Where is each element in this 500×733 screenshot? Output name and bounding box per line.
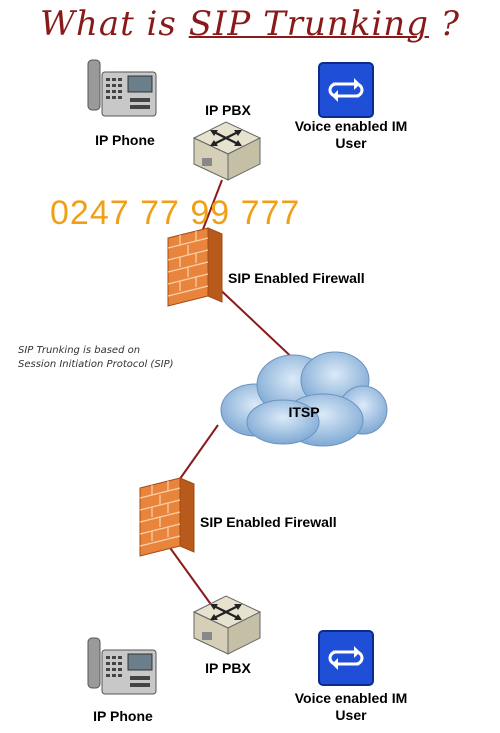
itsp-cloud: [215, 340, 390, 460]
firewall-icon: [167, 227, 223, 307]
router-icon: [192, 121, 262, 181]
connector-firewall-cloud-top: [211, 281, 301, 366]
sip-note-line2: Session Initiation Protocol (SIP): [18, 359, 174, 370]
ip-pbx-top-label: IP PBX: [205, 102, 251, 118]
firewall-top: [166, 226, 224, 315]
ip-phone-bottom-label: IP Phone: [93, 708, 153, 724]
connector-firewall-pbx-bottom: [167, 544, 216, 611]
firewall-icon: [139, 477, 195, 557]
ip-phone-top: [78, 58, 160, 125]
im-chat-icon: [318, 62, 374, 118]
cloud-icon: [220, 351, 388, 447]
sip-note: SIP Trunking is based on Session Initiat…: [18, 344, 174, 372]
router-icon: [192, 595, 262, 655]
firewall-top-label: SIP Enabled Firewall: [228, 270, 365, 286]
im-user-bottom-line2: User: [335, 707, 367, 723]
firewall-bottom: [138, 476, 196, 565]
im-user-top-line1: Voice enabled IM: [294, 118, 408, 134]
ip-pbx-bottom-label: IP PBX: [205, 660, 251, 676]
title-suffix: ?: [428, 4, 461, 44]
im-user-top: [318, 62, 374, 123]
contact-phone-number: 0247 77 99 777: [50, 194, 301, 232]
im-user-bottom-label: Voice enabled IM User: [276, 690, 426, 724]
ip-phone-top-label: IP Phone: [95, 132, 155, 148]
im-user-top-label: Voice enabled IM User: [276, 118, 426, 152]
ip-phone-bottom: [78, 636, 160, 703]
ip-pbx-bottom: [190, 592, 264, 663]
sip-note-line1: SIP Trunking is based on: [18, 345, 141, 356]
firewall-bottom-label: SIP Enabled Firewall: [200, 514, 337, 530]
title-underlined: SIP Trunking: [188, 4, 429, 44]
ip-pbx-top: [190, 118, 264, 189]
im-user-bottom-line1: Voice enabled IM: [294, 690, 408, 706]
im-user-top-line2: User: [335, 135, 367, 151]
itsp-label: ITSP: [288, 404, 320, 420]
title-prefix: What is: [39, 4, 189, 44]
im-user-bottom: [318, 630, 374, 691]
im-chat-icon: [318, 630, 374, 686]
desk-phone-icon: [87, 59, 157, 117]
page-title: What is SIP Trunking ?: [0, 4, 500, 44]
desk-phone-icon: [87, 637, 157, 695]
